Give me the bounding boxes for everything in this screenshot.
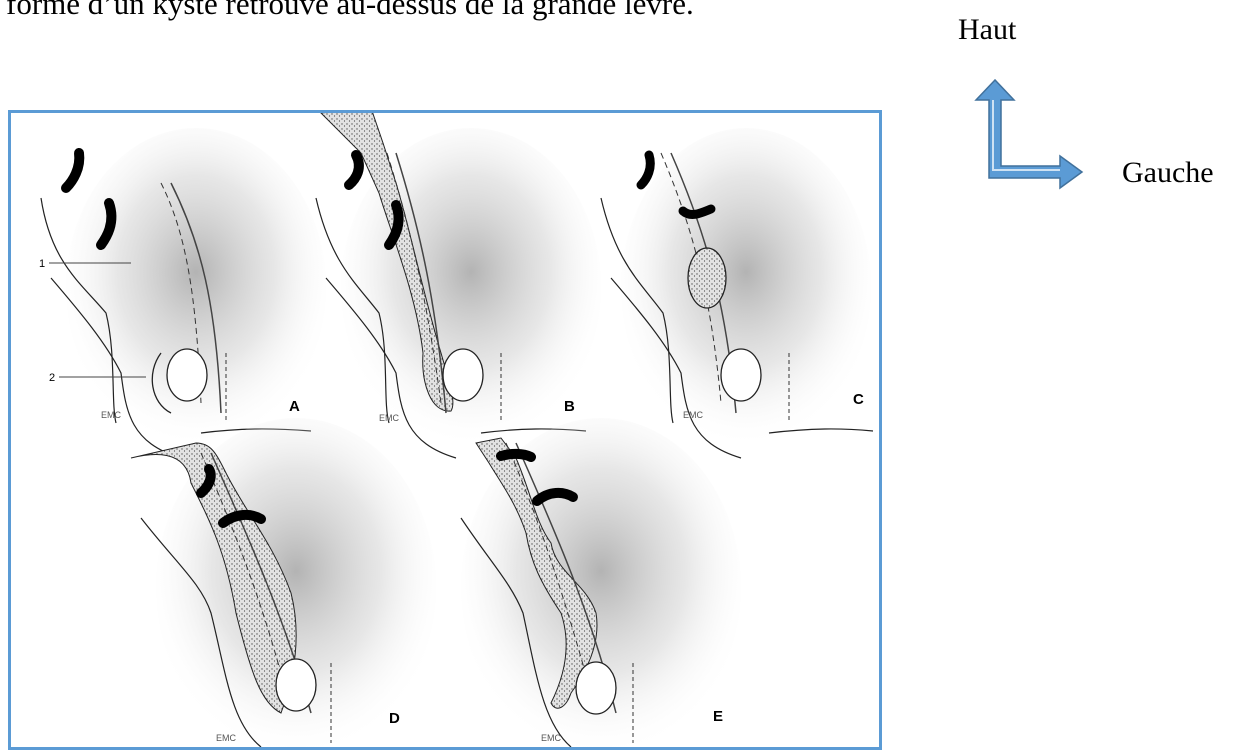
- panel-c-letter: C: [853, 391, 864, 408]
- figure-panel-e: EMC E: [460, 418, 741, 747]
- figure-label-two: 2: [49, 372, 55, 384]
- figure-panel-b: EMC B: [315, 113, 601, 459]
- document-text-line: forme d’un kyste retrouvé au-dessus de l…: [6, 0, 694, 21]
- figure-panel-d: EMC D: [130, 418, 436, 747]
- panel-e-letter: E: [713, 708, 723, 725]
- figure-panel-c: EMC C: [600, 128, 874, 459]
- panel-d-letter: D: [389, 710, 400, 727]
- panel-b-letter: B: [564, 398, 575, 415]
- figure-frame: 1 2 EMC A EMC B: [8, 110, 882, 750]
- orientation-arrows-icon: [974, 78, 1084, 190]
- panel-c-stamp: EMC: [683, 410, 704, 420]
- figure-illustration: 1 2 EMC A EMC B: [39, 113, 874, 747]
- figure-label-one: 1: [39, 258, 45, 270]
- panel-a-letter: A: [289, 398, 300, 415]
- orientation-arrow-shape: [974, 78, 1084, 190]
- panel-b-stamp: EMC: [379, 413, 400, 423]
- orientation-side-label: Gauche: [1122, 156, 1214, 189]
- orientation-up-label: Haut: [958, 13, 1017, 46]
- panel-a-stamp: EMC: [101, 410, 122, 420]
- figure-panel-a: 1 2 EMC A: [39, 128, 326, 459]
